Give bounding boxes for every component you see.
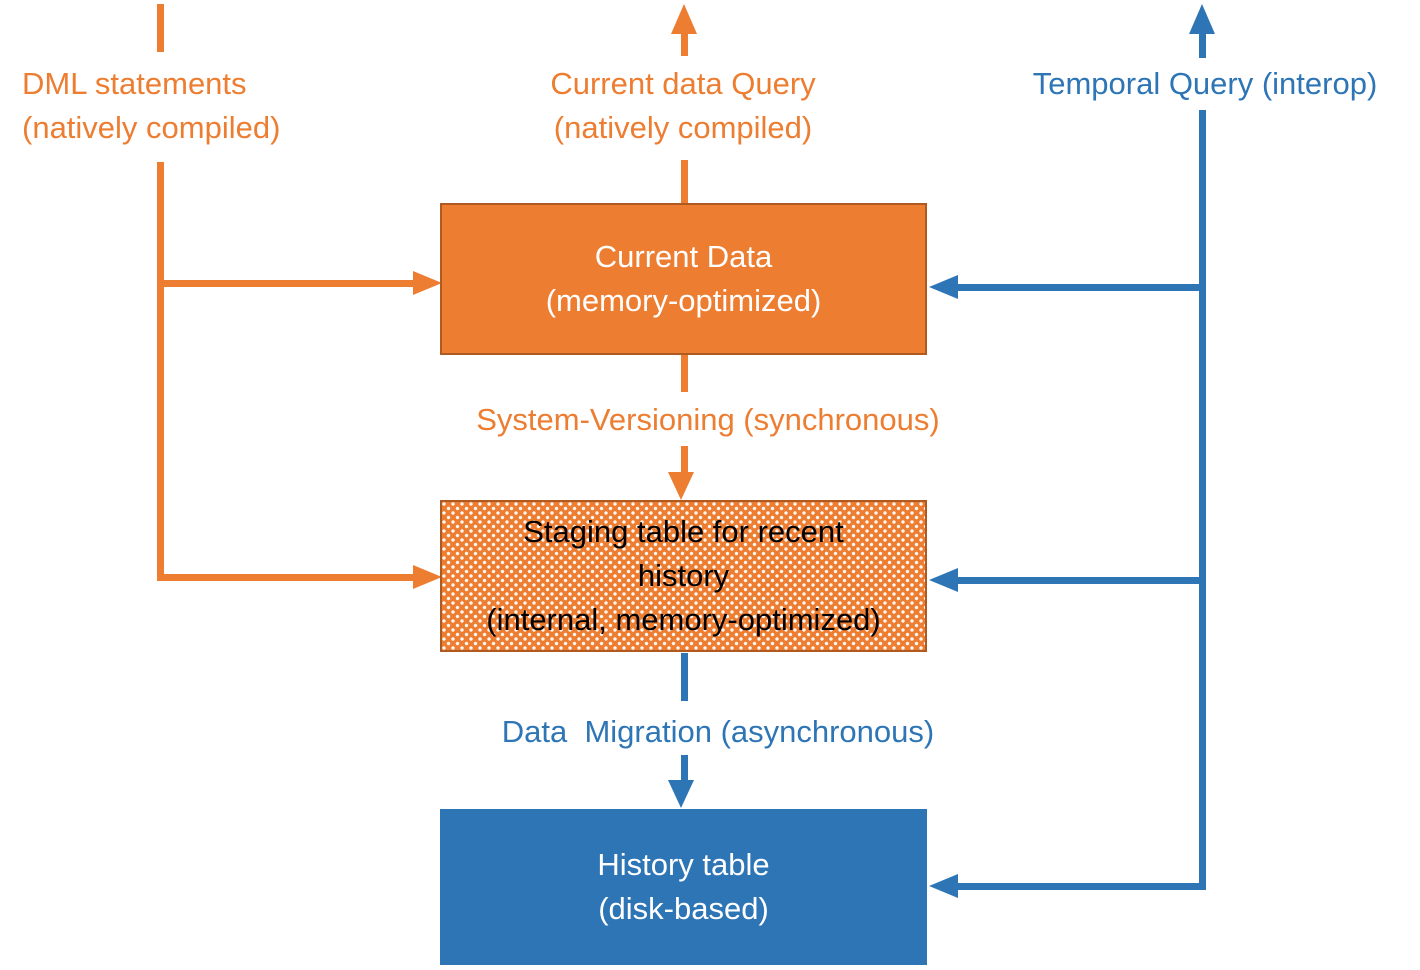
arrowhead-current-data-query-up — [671, 4, 697, 34]
arrowhead-temporal-query-up — [1189, 4, 1215, 34]
current-data-query-line-to-box — [681, 160, 688, 204]
arrowhead-temporal-into-history — [929, 874, 958, 898]
temporal-to-history-line — [957, 883, 1206, 890]
data-migration-line-top — [681, 653, 688, 701]
data-migration-label: Data Migration (asynchronous) — [501, 714, 935, 749]
arrowhead-data-migration-into-history — [668, 780, 694, 808]
staging-table-node-label: Staging table for recent history (intern… — [486, 514, 881, 637]
temporal-to-staging-line — [957, 577, 1206, 584]
temporal-to-current-data-line — [957, 284, 1206, 291]
temporal-query-label: Temporal Query (interop) — [1032, 66, 1378, 101]
history-table-node-label: History table (disk-based) — [597, 847, 770, 926]
current-data-node-label: Current Data (memory-optimized) — [545, 239, 822, 318]
temporal-query-line-main — [1199, 110, 1206, 890]
dml-to-staging-line — [157, 574, 413, 581]
history-table-node: History table (disk-based) — [440, 809, 927, 965]
arrowhead-dml-into-current-data — [413, 271, 442, 295]
dml-flow-line-main — [157, 162, 164, 581]
current-data-query-line-top — [681, 32, 688, 56]
temporal-query-line-top — [1199, 32, 1206, 58]
arrowhead-dml-into-staging — [413, 565, 442, 589]
dml-to-current-data-line — [157, 280, 413, 287]
arrowhead-system-versioning-into-staging — [668, 472, 694, 500]
arrowhead-temporal-into-staging — [929, 568, 958, 592]
system-versioning-line-bottom — [681, 446, 688, 474]
arrowhead-temporal-into-current-data — [929, 275, 958, 299]
dml-flow-line-top — [157, 4, 164, 52]
data-migration-line-bottom — [681, 755, 688, 782]
dml-statements-label: DML statements (natively compiled) — [22, 66, 281, 145]
system-versioning-label: System-Versioning (synchronous) — [476, 402, 940, 437]
current-data-node: Current Data (memory-optimized) — [440, 203, 927, 355]
current-data-query-label: Current data Query (natively compiled) — [550, 66, 816, 145]
system-versioning-line-top — [681, 355, 688, 392]
staging-table-node: Staging table for recent history (intern… — [440, 500, 927, 652]
